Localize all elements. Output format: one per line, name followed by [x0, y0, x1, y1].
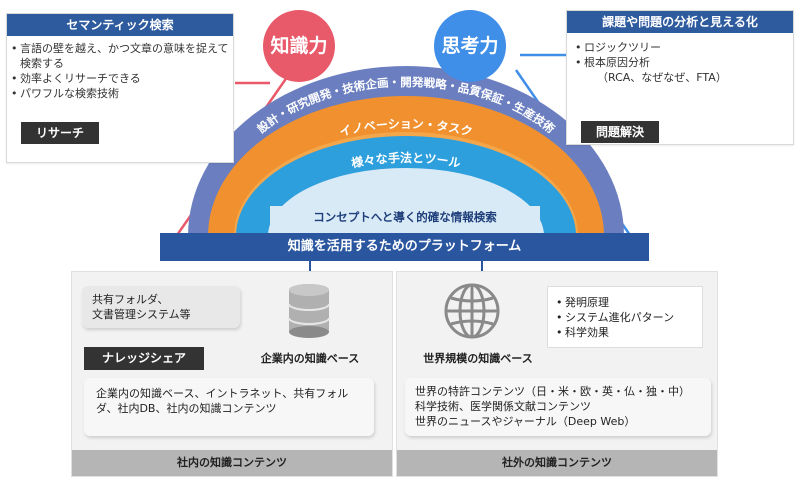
platform-bar: 知識を活用するためのプラットフォーム	[160, 233, 649, 261]
thinking-label: 思考力	[441, 35, 499, 57]
panel-header: 課題や問題の分析と見える化	[567, 11, 793, 33]
semantic-search-panel: セマンティック検索 言語の壁を越え、かつ文章の意味を捉えて検索する 効率よくリサ…	[6, 13, 234, 163]
knowledge-share-tag: ナレッジシェア	[84, 347, 204, 370]
knowledge-circle: 知識力	[263, 10, 335, 82]
global-kb-caption: 世界規模の知識ベース	[423, 352, 533, 365]
list-item: 発明原理	[556, 295, 694, 310]
bullet-list: 言語の壁を越え、かつ文章の意味を捉えて検索する 効率よくリサーチできる パワフル…	[11, 41, 231, 101]
internal-knowledge-panel: 共有フォルダ、 文書管理システム等 ナレッジシェア 企業内の知識ベース 企業内の…	[71, 271, 393, 477]
list-item: 科学効果	[556, 325, 694, 340]
external-footer: 社外の知識コンテンツ	[397, 450, 717, 476]
list-item: 根本原因分析	[575, 55, 789, 70]
database-icon	[287, 282, 331, 340]
list-item-sub: （RCA、なぜなぜ、FTA）	[597, 71, 727, 84]
list-item: 効率よくリサーチできる	[11, 71, 231, 86]
bullet-list: ロジックツリー 根本原因分析 （RCA、なぜなぜ、FTA）	[575, 40, 789, 85]
internal-kb-caption: 企業内の知識ベース	[260, 352, 360, 365]
shared-folder-bubble: 共有フォルダ、 文書管理システム等	[82, 286, 240, 328]
content-line: 科学技術、医学関係文献コンテンツ	[415, 400, 591, 413]
content-line: 世界のニュースやジャーナル（Deep Web）	[415, 415, 636, 428]
knowledge-label: 知識力	[270, 35, 328, 57]
thinking-circle: 思考力	[434, 10, 506, 82]
core-label: コンセプトへと導く的確な情報検索	[270, 206, 540, 228]
panel-header: セマンティック検索	[7, 14, 233, 36]
internal-footer: 社内の知識コンテンツ	[72, 450, 392, 476]
bubble-line: 共有フォルダ、	[92, 293, 169, 306]
content-line: 世界の特許コンテンツ（日・米・欧・英・仏・独・中）	[415, 385, 690, 398]
arc-inner-label: 様々な手法とツール	[350, 150, 462, 170]
bubble-line: 文書管理システム等	[92, 308, 191, 321]
research-tag: リサーチ	[21, 122, 99, 144]
problem-solving-tag: 問題解決	[581, 121, 659, 143]
internal-content-bubble: 企業内の知識ベース、イントラネット、共有フォルダ、社内DB、社内の知識コンテンツ	[84, 378, 374, 436]
list-item: 言語の壁を越え、かつ文章の意味を捉えて検索する	[11, 41, 231, 71]
list-item: ロジックツリー	[575, 40, 789, 55]
triz-box: 発明原理 システム進化パターン 科学効果	[547, 286, 703, 348]
problem-analysis-panel: 課題や問題の分析と見える化 ロジックツリー 根本原因分析 （RCA、なぜなぜ、F…	[566, 10, 794, 145]
list-item: システム進化パターン	[556, 310, 694, 325]
list-item: パワフルな検索技術	[11, 86, 231, 101]
globe-icon	[443, 282, 501, 340]
external-content-bubble: 世界の特許コンテンツ（日・米・欧・英・仏・独・中） 科学技術、医学関係文献コンテ…	[405, 378, 711, 436]
external-knowledge-panel: 発明原理 システム進化パターン 科学効果 世界規模の知識ベース 世界の特許コンテ…	[396, 271, 718, 477]
